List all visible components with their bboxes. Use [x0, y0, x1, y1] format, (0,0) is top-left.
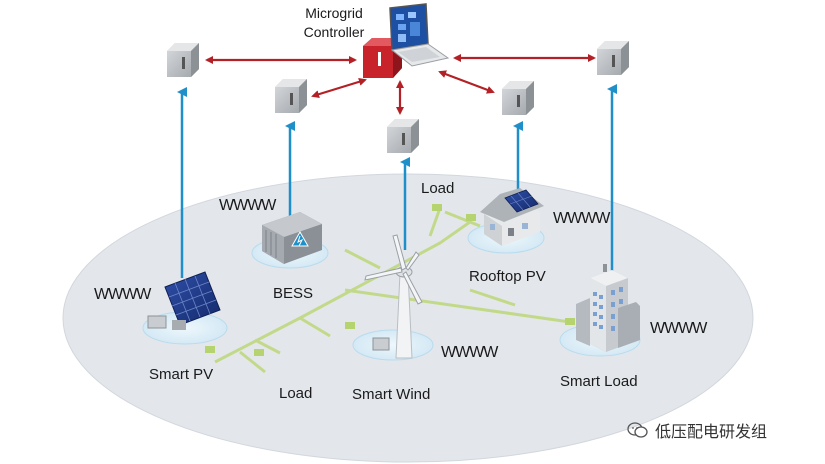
- microgrid-controller-icon: [363, 3, 450, 78]
- bess-label: BESS: [273, 285, 314, 302]
- bess-icon: [251, 212, 329, 269]
- smart-wind-label: Smart Wind: [352, 386, 431, 403]
- comm-box-right-near: [502, 81, 534, 115]
- comm-box-left-near: [275, 79, 307, 113]
- watermark: 低压配电研发组: [627, 418, 767, 442]
- signal-wave-wind: WWWW: [441, 344, 498, 361]
- power-bus: [214, 207, 571, 374]
- smart-pv-label: Smart PV: [149, 366, 214, 383]
- controller-label-line2: Controller: [303, 24, 365, 40]
- load-label-top: Load: [421, 180, 455, 197]
- smart-load-label: Smart Load: [560, 373, 638, 390]
- red-arrows: [205, 54, 596, 115]
- bus-nodes: [205, 204, 575, 356]
- signal-wave-bess: WWWW: [219, 197, 276, 214]
- signal-wave-pv: WWWW: [94, 286, 151, 303]
- comm-box-center: [387, 119, 419, 153]
- signal-wave-rooftop: WWWW: [553, 210, 610, 227]
- watermark-text: 低压配电研发组: [655, 422, 768, 441]
- comm-box-right-far: [597, 41, 629, 75]
- blue-arrows: [177, 84, 617, 288]
- signal-wave-load: WWWW: [650, 320, 707, 337]
- smart-pv-icon: [142, 271, 228, 345]
- rooftop-pv-label: Rooftop PV: [469, 268, 546, 285]
- smart-load-icon: [559, 264, 641, 357]
- wechat-icon: [627, 422, 648, 438]
- comm-box-left-far: [167, 43, 199, 77]
- microgrid-controller-label: Microgrid Controller: [286, 4, 382, 42]
- smart-wind-icon: [352, 234, 434, 361]
- controller-label-line1: Microgrid: [305, 5, 363, 21]
- rooftop-pv-icon: [467, 188, 545, 254]
- load-label-bottom: Load: [279, 385, 313, 402]
